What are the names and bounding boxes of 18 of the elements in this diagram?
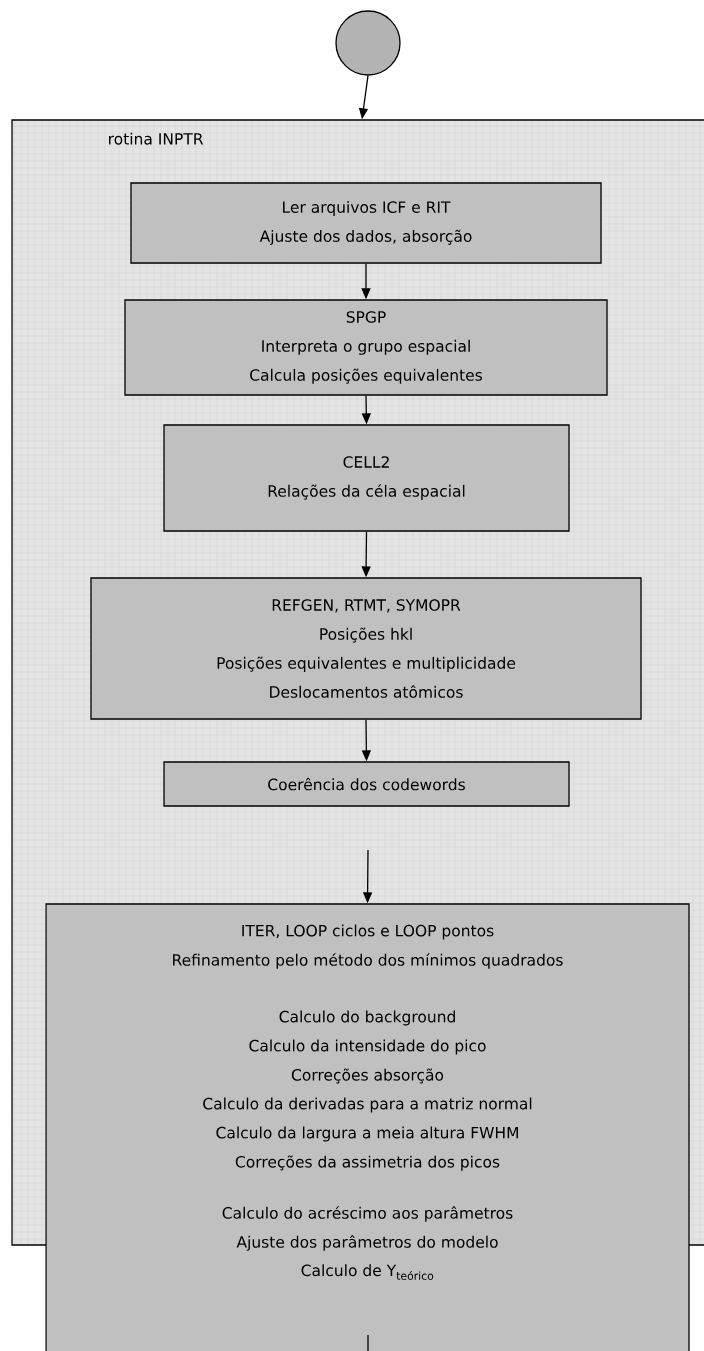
text-line: Ajuste dos parâmetros do modelo xyxy=(236,1235,498,1251)
text-line: Refinamento pelo método dos mínimos quadrados xyxy=(173,953,563,969)
process-box: SPGP Interpreta o grupo espacial Calcula posições equivalentes xyxy=(124,299,608,396)
text-line: Calculo do background xyxy=(279,1010,455,1026)
text-line: Correções da assimetria dos picos xyxy=(235,1155,500,1171)
text-line: Calculo da largura a meia altura FWHM xyxy=(216,1126,518,1142)
text-line: Calculo da intensidade do pico xyxy=(249,1039,486,1055)
frame-heading: rotina INPTR xyxy=(109,132,204,145)
start-circle xyxy=(335,10,401,76)
text-line: Calculo do acréscimo aos parâmetros xyxy=(222,1206,513,1222)
text-line: Calculo da derivadas para a matriz normal xyxy=(203,1097,532,1113)
text-line: Correções absorção xyxy=(291,1068,444,1084)
process-box: Coerência dos codewords xyxy=(163,761,570,807)
text-line: Calculo de Y$_{teórico}$ xyxy=(301,1264,434,1280)
process-box: REFGEN, RTMT, SYMOPR Posições hkl Posições equivalentes e multiplicidade Deslocamentos atômicos xyxy=(90,577,642,720)
text-line: ITER, LOOP ciclos e LOOP pontos xyxy=(242,924,494,940)
process-box: Ler arquivos ICF e RIT Ajuste dos dados, absorção xyxy=(130,182,602,264)
process-box: CELL2 Relações da céla espacial xyxy=(163,424,570,532)
